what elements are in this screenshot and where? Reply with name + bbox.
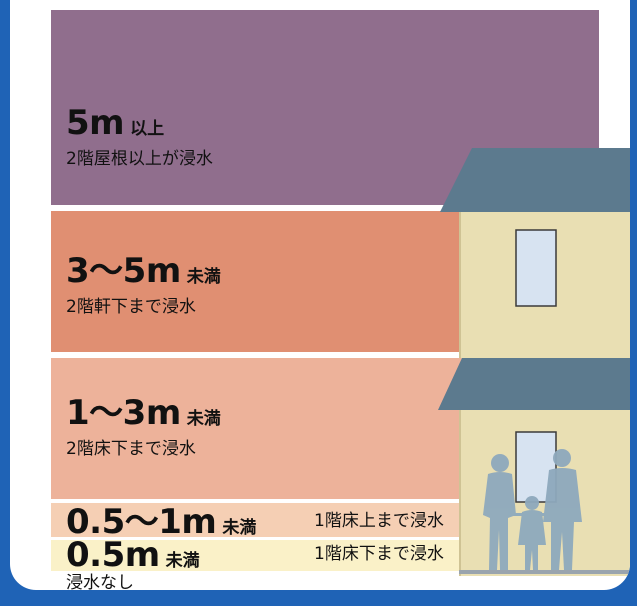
level-depth: 5m [66,103,125,143]
no-flood-label: 浸水なし [66,573,134,590]
level-unit: 未満 [186,409,221,429]
level-depth: 0.5〜1m [66,502,217,542]
level-3-5m-description: 2階軒下まで浸水 [66,297,196,317]
level-0.5-1m-description: 1階床上まで浸水 [314,511,444,531]
level-unit: 未満 [165,551,200,571]
level-1-3m-description: 2階床下まで浸水 [66,439,196,459]
level-5m-description: 2階屋根以上が浸水 [66,149,213,169]
house-icon [438,148,630,576]
level-unit: 未満 [186,267,221,287]
level-unit: 未満 [222,518,257,538]
level-depth: 3〜5m [66,251,181,291]
level-depth: 0.5m [66,535,160,575]
level-depth: 1〜3m [66,393,181,433]
level-unit: 以上 [130,119,165,139]
family-silhouette-icon [483,449,582,570]
level-under-0.5m-description: 1階床下まで浸水 [314,544,444,564]
